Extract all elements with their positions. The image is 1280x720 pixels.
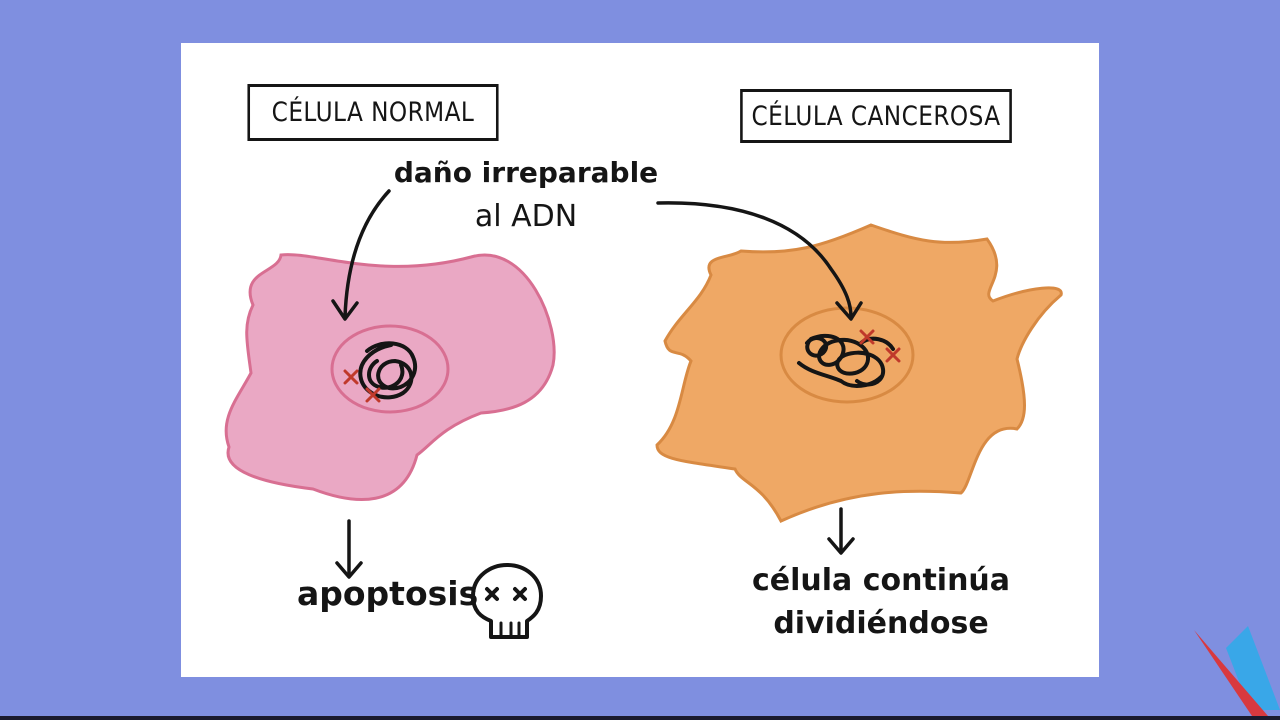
normal-cell bbox=[224, 253, 556, 502]
cancer-outcome-line1: célula continúa bbox=[751, 563, 1011, 598]
dna-damage-annotation-line2: al ADN bbox=[474, 199, 578, 234]
diagram-card: CÉLULA NORMAL CÉLULA CANCEROSA daño irre… bbox=[181, 43, 1099, 677]
normal-cell-label: CÉLULA NORMAL bbox=[247, 84, 499, 141]
triangle-logo-icon bbox=[1194, 626, 1280, 716]
arrow-to-cancer-nucleus bbox=[656, 201, 853, 319]
cancer-cell bbox=[655, 223, 1063, 523]
normal-cell-nucleus bbox=[330, 324, 450, 414]
cancer-cell-label: CÉLULA CANCEROSA bbox=[740, 89, 1012, 143]
normal-dna-damage-marks bbox=[343, 369, 381, 403]
cancer-outcome-line2: dividiéndose bbox=[773, 606, 989, 641]
arrow-to-normal-nucleus bbox=[343, 189, 391, 319]
arrow-down-normal-head bbox=[335, 561, 363, 579]
arrow-to-normal-nucleus-head bbox=[331, 299, 359, 321]
skull-icon bbox=[471, 563, 543, 639]
arrow-down-cancer-head bbox=[827, 537, 855, 555]
cancer-dna-damage-marks bbox=[859, 329, 901, 363]
bottom-bar bbox=[0, 716, 1280, 720]
apoptosis-outcome: apoptosis bbox=[297, 574, 479, 613]
dna-damage-annotation-line1: daño irreparable bbox=[393, 156, 659, 189]
arrow-to-cancer-nucleus-head bbox=[835, 301, 863, 321]
diagram-artwork bbox=[224, 189, 1063, 639]
normal-cell-dna bbox=[358, 341, 417, 400]
